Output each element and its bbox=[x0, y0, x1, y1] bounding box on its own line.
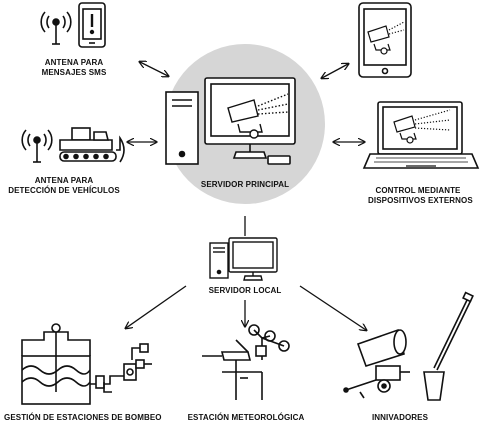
mobile-phone-icon bbox=[78, 2, 106, 48]
pump-stations-label: GESTIÓN DE ESTACIONES DE BOMBEO bbox=[4, 413, 162, 423]
snow-cannon-icon bbox=[343, 291, 474, 401]
external-control-label-line-2: DISPOSITIVOS EXTERNOS bbox=[368, 196, 473, 205]
pump-stations-label-text: GESTIÓN DE ESTACIONES DE BOMBEO bbox=[4, 413, 162, 422]
vehicle-antenna-label-line-2: DETECCIÓN DE VEHÍCULOS bbox=[8, 186, 120, 195]
antenna-icon bbox=[21, 129, 53, 163]
local-server-node[interactable] bbox=[209, 237, 278, 281]
sms-antenna-label-line-1: ANTENA PARA bbox=[44, 58, 104, 67]
snow-guns-node[interactable] bbox=[343, 291, 474, 401]
weather-station-label: ESTACIÓN METEOROLÓGICA bbox=[186, 413, 306, 423]
connectors bbox=[126, 62, 366, 330]
local-server-label-text: SERVIDOR LOCAL bbox=[208, 286, 282, 295]
external-control-label: CONTROL MEDIANTE DISPOSITIVOS EXTERNOS bbox=[368, 186, 473, 206]
main-server-label-text: SERVIDOR PRINCIPAL bbox=[200, 180, 290, 189]
anemometer-icon bbox=[202, 324, 290, 400]
local-server-label: SERVIDOR LOCAL bbox=[200, 286, 290, 296]
connector-tablet bbox=[322, 64, 348, 78]
snow-cannon-icon bbox=[367, 21, 405, 55]
connector-sms bbox=[140, 62, 168, 76]
tower-computer-icon bbox=[209, 242, 229, 279]
snow-guns-label: INNIVADORES bbox=[360, 413, 440, 423]
weather-station-node[interactable] bbox=[202, 324, 290, 400]
pump-station-icon bbox=[21, 323, 152, 405]
snowplow-icon bbox=[59, 127, 125, 163]
external-control-node[interactable] bbox=[362, 101, 480, 169]
tower-computer-icon bbox=[165, 91, 199, 165]
tablet-node[interactable] bbox=[358, 2, 412, 78]
laptop-icon bbox=[362, 101, 480, 169]
main-server-label: SERVIDOR PRINCIPAL bbox=[195, 180, 295, 190]
connector-snowguns bbox=[299, 285, 366, 330]
main-server-node[interactable] bbox=[165, 77, 296, 165]
monitor-icon bbox=[228, 237, 278, 281]
sms-antenna-label: ANTENA PARA MENSAJES SMS bbox=[34, 58, 114, 78]
antenna-icon bbox=[40, 11, 72, 45]
connector-pump bbox=[126, 285, 187, 328]
vehicle-antenna-node[interactable] bbox=[21, 127, 125, 163]
snow-cannon-icon bbox=[393, 109, 451, 144]
vehicle-antenna-label-line-1: ANTENA PARA bbox=[34, 176, 94, 185]
sms-antenna-node[interactable] bbox=[40, 2, 106, 48]
pump-station-node[interactable] bbox=[21, 323, 152, 405]
tablet-icon bbox=[358, 2, 412, 78]
snow-guns-label-text: INNIVADORES bbox=[371, 413, 429, 422]
snow-cannon-icon bbox=[227, 93, 289, 139]
weather-station-label-text: ESTACIÓN METEOROLÓGICA bbox=[187, 413, 305, 422]
vehicle-antenna-label: ANTENA PARA DETECCIÓN DE VEHÍCULOS bbox=[6, 176, 122, 196]
sms-antenna-label-line-2: MENSAJES SMS bbox=[41, 68, 107, 77]
external-control-label-line-1: CONTROL MEDIANTE bbox=[375, 186, 461, 195]
